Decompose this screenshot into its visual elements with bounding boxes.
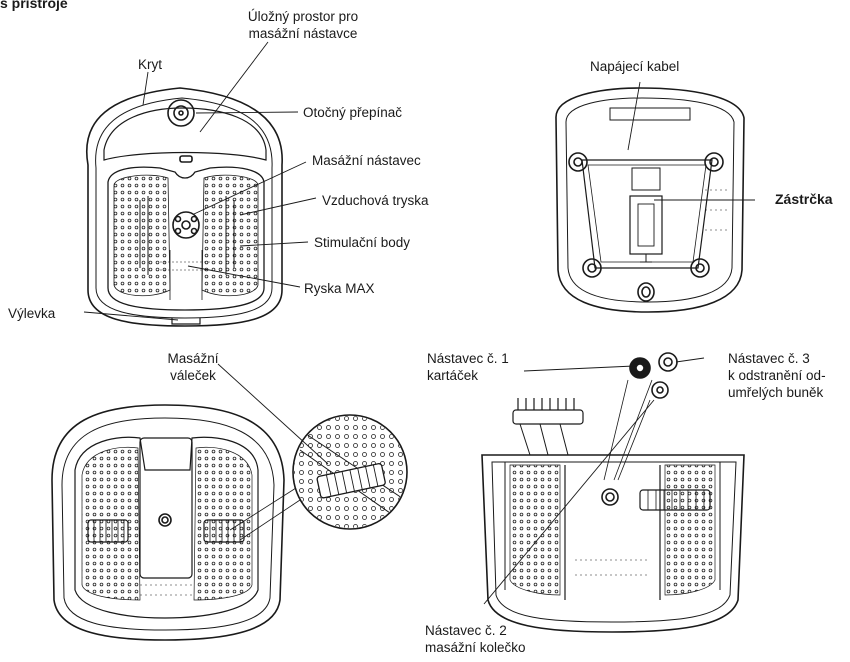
label-att1-line1: Nástavec č. 1 [427,350,509,367]
page-heading: s přístroje [0,0,68,12]
label-attachment-3: Nástavec č. 3 k odstranění od- umřelých … [728,350,826,401]
label-roller-line2: váleček [158,367,228,384]
label-att2-line1: Nástavec č. 2 [425,622,526,639]
label-stimulation-points: Stimulační body [314,234,410,251]
label-attachment-2: Nástavec č. 2 masážní kolečko [425,622,526,656]
spa-top-view [87,88,282,326]
label-max-line: Ryska MAX [304,280,375,297]
label-spout: Výlevka [8,305,55,322]
label-power-cable: Napájecí kabel [590,58,679,75]
label-attachment-1: Nástavec č. 1 kartáček [427,350,509,384]
label-att3-line1: Nástavec č. 3 [728,350,826,367]
label-massage-attachment: Masážní nástavec [312,152,421,169]
label-lid: Kryt [138,56,162,73]
label-storage-line1: Úložný prostor pro [228,8,378,25]
label-storage-line2: masážní nástavce [228,25,378,42]
label-storage-compartment: Úložný prostor pro masážní nástavce [228,8,378,42]
label-massage-roller: Masážní váleček [158,350,228,384]
label-air-jet: Vzduchová tryska [322,192,429,209]
spa-with-attachments [482,353,744,632]
label-roller-line1: Masážní [158,350,228,367]
spa-with-roller [52,405,410,640]
label-att2-line2: masážní kolečko [425,639,526,656]
label-att3-line2: k odstranění od- [728,367,826,384]
label-plug: Zástrčka [775,191,833,208]
label-att1-line2: kartáček [427,367,509,384]
label-att3-line3: umřelých buněk [728,384,826,401]
label-rotary-switch: Otočný přepínač [303,104,402,121]
